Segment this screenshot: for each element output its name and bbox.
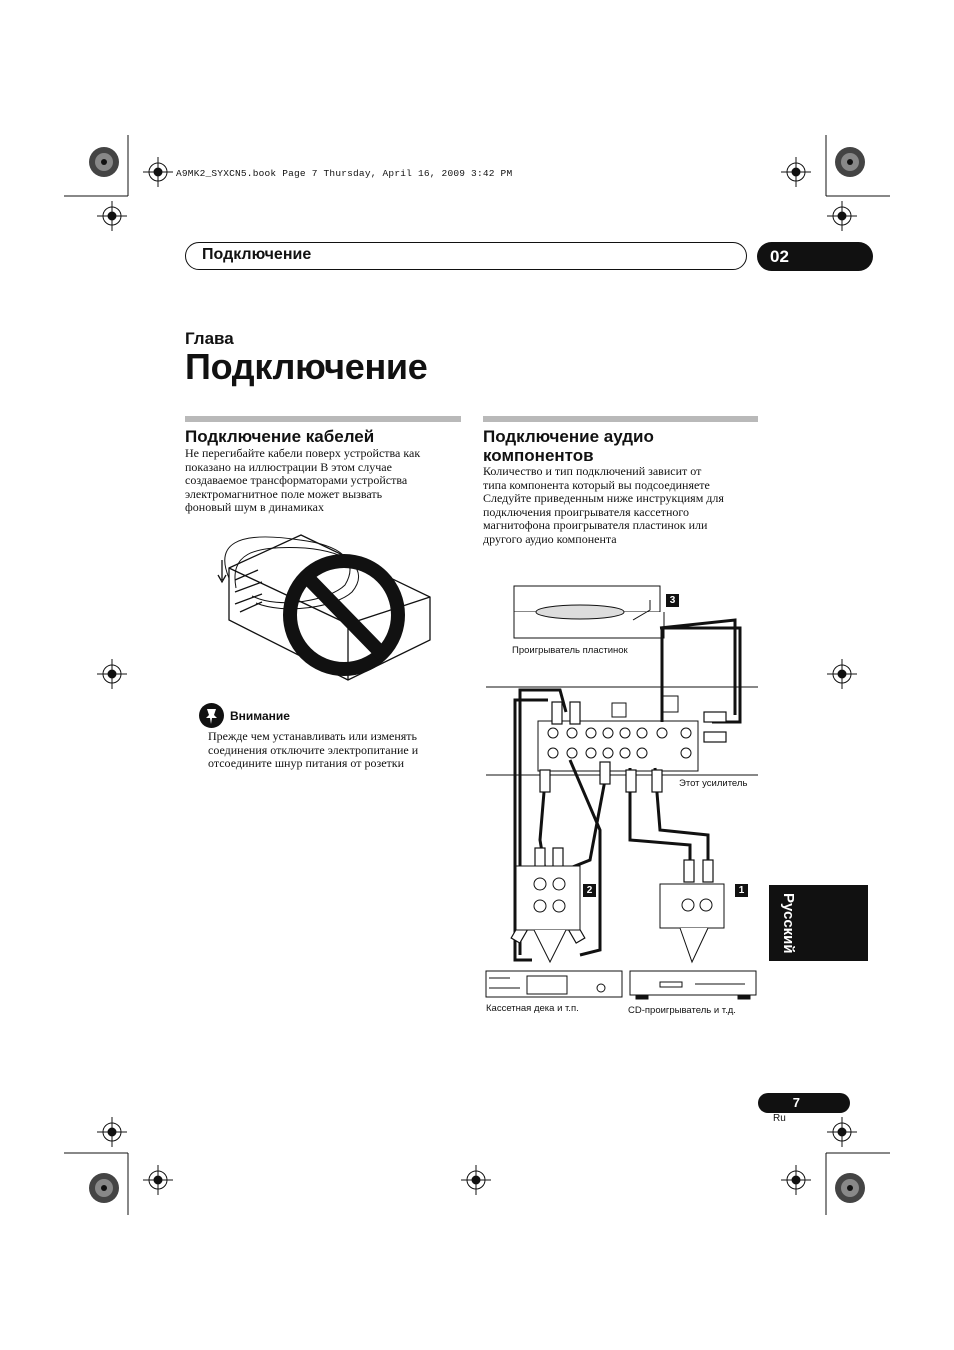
diagram-callouts bbox=[583, 594, 748, 897]
cassette-label: Кассетная дека и т.п. bbox=[486, 1003, 579, 1014]
callout-1: 1 bbox=[738, 885, 745, 896]
cd-player-label: CD-проигрыватель и т.д. bbox=[628, 1005, 736, 1016]
audio-heading: Подключение аудио компонентов bbox=[483, 427, 654, 465]
section-title: Подключение bbox=[202, 246, 312, 263]
cables-text: Не перегибайте кабели поверх устройства … bbox=[185, 446, 421, 514]
file-info: A9MK2_SYXCN5.book Page 7 Thursday, April… bbox=[176, 168, 513, 179]
section-rule-left bbox=[185, 416, 461, 422]
caution-label: Внимание bbox=[230, 709, 290, 723]
starburst-marks bbox=[89, 147, 865, 1203]
cables-heading: Подключение кабелей bbox=[185, 427, 375, 446]
chapter-label: Глава bbox=[185, 329, 234, 348]
language-tab bbox=[769, 885, 868, 961]
registration-marks bbox=[97, 157, 857, 1195]
crop-marks bbox=[64, 135, 890, 1215]
caution-icon bbox=[199, 703, 224, 728]
amplifier-label: Этот усилитель bbox=[679, 778, 748, 789]
caution-text: Прежде чем устанавливать или изменять со… bbox=[208, 729, 419, 770]
callout-3: 3 bbox=[669, 595, 676, 606]
page-language: Ru bbox=[773, 1113, 786, 1124]
chapter-number-badge: 02 bbox=[757, 242, 873, 271]
turntable-label: Проигрыватель пластинок bbox=[512, 645, 628, 656]
section-rule-right bbox=[483, 416, 758, 422]
audio-text: Количество и тип подключений зависит от … bbox=[483, 464, 724, 546]
page-number-pill bbox=[758, 1093, 850, 1113]
callout-2: 2 bbox=[586, 885, 593, 896]
section-header-pill bbox=[185, 242, 747, 270]
cable-bend-illustration bbox=[217, 534, 431, 681]
audio-connection-diagram bbox=[485, 585, 758, 1000]
page-number: 7 bbox=[792, 1095, 800, 1110]
chapter-title: Подключение bbox=[185, 346, 428, 387]
language-tab-label: Русский bbox=[780, 892, 797, 954]
